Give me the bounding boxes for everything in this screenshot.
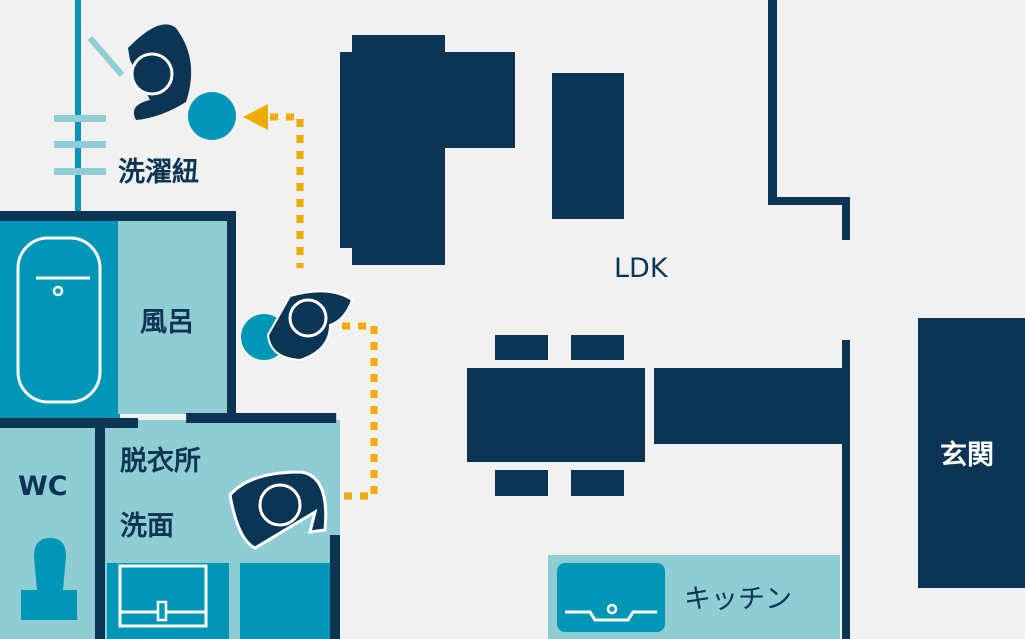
bath-room	[118, 218, 229, 414]
dining-set	[467, 335, 850, 496]
sofa	[340, 35, 515, 265]
washbasin-icon	[118, 564, 208, 628]
washing-machine	[240, 563, 330, 639]
tv-board	[552, 73, 624, 219]
arrow-icon	[243, 104, 268, 130]
person-middle-icon	[241, 290, 354, 362]
laundry-line	[54, 0, 106, 214]
person-top-icon	[87, 24, 236, 140]
wall	[95, 428, 105, 639]
chair	[571, 470, 624, 496]
wall	[0, 211, 236, 221]
label-ldk: LDK	[614, 253, 669, 284]
washbasin-counter	[107, 563, 229, 639]
wall	[0, 418, 138, 428]
entrance	[918, 318, 1025, 588]
wall	[330, 535, 340, 639]
label-wc: WC	[18, 471, 68, 502]
laundry-basket-icon	[188, 92, 236, 140]
bathtub-icon	[16, 236, 102, 404]
label-kitchen: キッチン	[684, 584, 792, 615]
wall	[227, 211, 236, 421]
label-dressing: 脱衣所	[120, 445, 201, 477]
label-washroom: 洗面	[120, 511, 174, 542]
kitchen-counter	[654, 368, 850, 444]
person-bottom-icon	[228, 470, 328, 550]
ldk-walls	[768, 0, 850, 639]
chair	[495, 470, 548, 496]
wall	[186, 413, 337, 423]
chair	[571, 335, 624, 360]
toilet-icon	[21, 538, 77, 620]
sink-icon	[557, 563, 665, 632]
dining-table	[467, 368, 645, 462]
chair	[495, 335, 548, 360]
label-bath: 風呂	[140, 307, 194, 338]
movement-path	[270, 113, 378, 500]
label-laundry-line: 洗濯紐	[118, 156, 199, 188]
label-entrance: 玄関	[940, 439, 994, 471]
